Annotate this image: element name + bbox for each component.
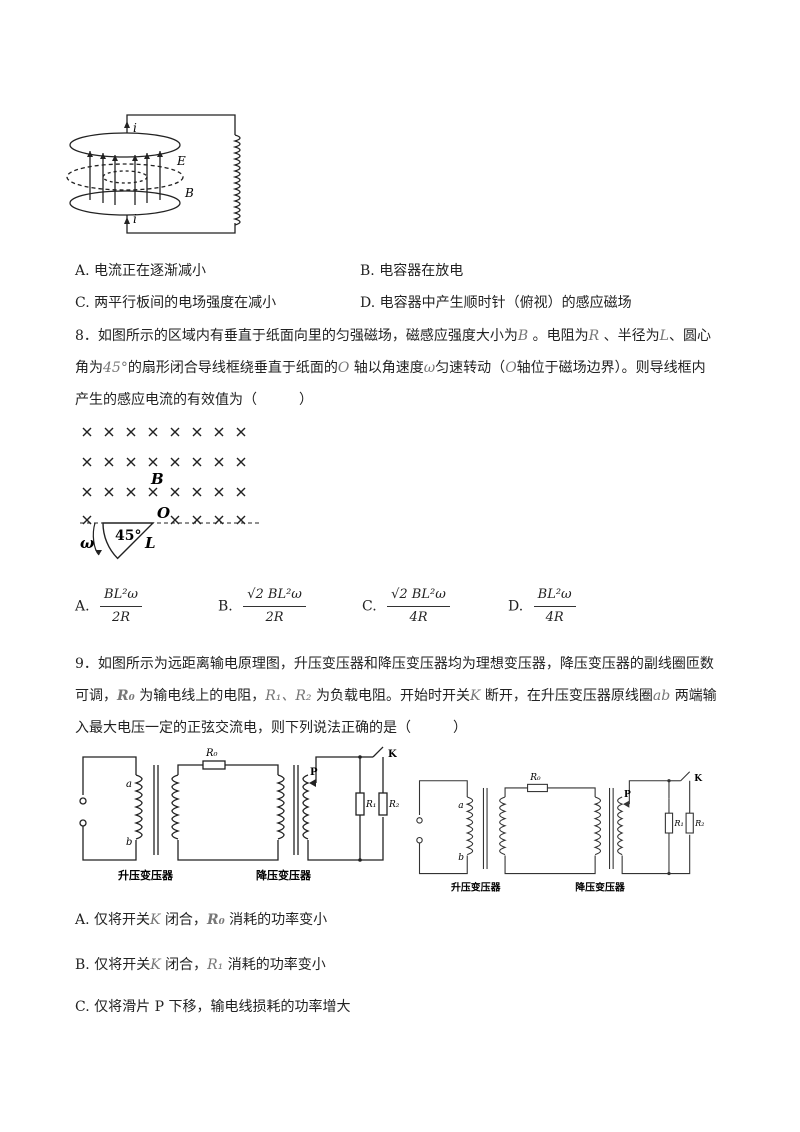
field-cross-icon	[82, 457, 92, 467]
field-cross-icon	[126, 487, 136, 497]
field-cross-icon	[214, 487, 224, 497]
label-a: a	[458, 801, 463, 811]
field-cross-icon	[104, 427, 114, 437]
field-cross-icon	[148, 487, 158, 497]
q8-stem-line-1: 8．如图所示的区域内有垂直于纸面向里的匀强磁场，磁感应强度大小为B 。电阻为R …	[75, 328, 711, 344]
field-cross-icon	[170, 487, 180, 497]
label-step-up: 升压变压器	[118, 868, 174, 882]
field-cross-icon	[82, 427, 92, 437]
field-cross-icon	[192, 427, 202, 437]
label-step-up: 升压变压器	[451, 881, 502, 894]
label-R0: R₀	[529, 773, 541, 783]
label-step-down: 降压变压器	[256, 868, 312, 882]
label-P: P	[310, 767, 318, 778]
field-cross-icon	[214, 457, 224, 467]
field-cross-icon	[126, 457, 136, 467]
field-cross-icon	[82, 487, 92, 497]
q9-stem-line-1: 9．如图所示为远距离输电原理图，升压变压器和降压变压器均为理想变压器，降压变压器…	[75, 656, 714, 672]
field-cross-icon	[236, 457, 246, 467]
label-O: O	[157, 504, 170, 522]
label-R2: R₂	[694, 818, 704, 828]
label-K: K	[694, 774, 703, 784]
q9-stem-line-2: 可调，R₀ 为输电线上的电阻，R₁、R₂ 为负载电阻。开始时开关K 断开，在升压…	[75, 688, 717, 704]
label-b: b	[458, 853, 464, 863]
q7-option-a[interactable]: A. 电流正在逐渐减小	[75, 263, 207, 279]
q8-stem-line-2: 角为45°的扇形闭合导线框绕垂直于纸面的O 轴以角速度ω匀速转动（O轴位于磁场边…	[75, 360, 706, 376]
label-i-bottom: i	[133, 212, 137, 226]
q9-option-c[interactable]: C. 仅将滑片 P 下移，输电线损耗的功率增大	[75, 999, 351, 1015]
q9-option-b[interactable]: B. 仅将开关K 闭合，R₁ 消耗的功率变小	[75, 957, 326, 973]
q8-stem-line-3: 产生的感应电流的有效值为（ ）	[75, 392, 313, 408]
field-cross-icon	[170, 427, 180, 437]
label-i-top: i	[133, 121, 137, 135]
field-cross-icon	[192, 457, 202, 467]
label-B: B	[184, 186, 194, 200]
capacitor-coil-figure: i E B i	[66, 114, 241, 234]
field-cross-icon	[148, 457, 158, 467]
label-B: B	[150, 470, 164, 488]
label-K: K	[388, 749, 397, 760]
label-a: a	[126, 779, 132, 790]
label-P: P	[624, 790, 631, 800]
field-cross-icon	[214, 427, 224, 437]
power-transmission-figure-1: R₀ a b P K R₁ R₂ 升压变压器 降压变压器	[79, 746, 400, 882]
label-b: b	[126, 837, 132, 848]
q9-stem-line-3: 入最大电压一定的正弦交流电，则下列说法正确的是（ ）	[75, 720, 467, 736]
field-cross-icon	[236, 487, 246, 497]
q7-option-b[interactable]: B. 电容器在放电	[360, 263, 464, 279]
label-omega: ω	[80, 534, 94, 552]
q9-option-a[interactable]: A. 仅将开关K 闭合，R₀ 消耗的功率变小	[75, 912, 328, 928]
field-cross-icon	[104, 457, 114, 467]
field-cross-icon	[236, 427, 246, 437]
field-cross-icon	[104, 487, 114, 497]
label-E: E	[176, 154, 186, 168]
label-L: L	[144, 534, 156, 552]
label-angle: 45°	[115, 528, 141, 544]
field-cross-icon	[170, 457, 180, 467]
label-step-down: 降压变压器	[575, 881, 626, 894]
field-cross-icon	[148, 427, 158, 437]
field-cross-icon	[192, 487, 202, 497]
label-R1: R₁	[365, 800, 376, 810]
field-cross-icon	[126, 427, 136, 437]
magnetic-field-sector-figure: B O 45° L ω	[80, 427, 260, 560]
q7-option-c[interactable]: C. 两平行板间的电场强度在减小	[75, 295, 277, 311]
label-R2: R₂	[388, 800, 400, 810]
q7-option-d[interactable]: D. 电容器中产生顺时针（俯视）的感应磁场	[360, 295, 632, 311]
label-R0: R₀	[205, 748, 218, 759]
power-transmission-figure-2: R₀ a b P K R₁ R₂ 升压变压器 降压变压器	[416, 771, 704, 894]
label-R1: R₁	[673, 818, 683, 828]
